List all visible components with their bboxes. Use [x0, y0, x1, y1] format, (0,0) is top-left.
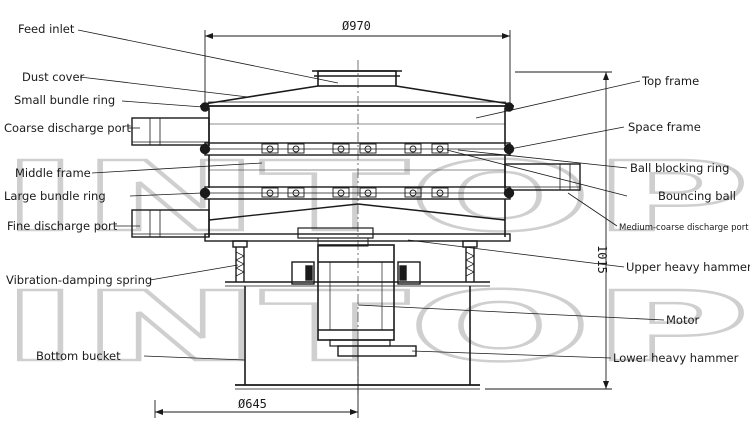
- upper-heavy-hammer: [297, 227, 374, 247]
- leader-lines: [77, 29, 665, 361]
- top-dimension: [204, 30, 511, 105]
- label-small-bundle-ring: Small bundle ring: [14, 93, 115, 107]
- label-bottom-bucket: Bottom bucket: [36, 349, 121, 363]
- bouncing-balls-upper: [261, 143, 449, 154]
- bottom-bucket: [225, 281, 490, 390]
- small-bundle-ring-right: [504, 102, 514, 112]
- label-medium-coarse-discharge-port: Medium-coarse discharge port: [619, 223, 749, 233]
- label-motor: Motor: [666, 313, 700, 327]
- height-dimension: [485, 71, 612, 390]
- label-dust-cover: Dust cover: [22, 70, 85, 84]
- label-space-frame: Space frame: [628, 120, 701, 134]
- label-coarse-discharge-port: Coarse discharge port: [4, 121, 131, 135]
- large-bundle-ring-lower-right: [503, 187, 515, 199]
- bottom-width-dimension: Ø645: [238, 397, 267, 411]
- height-dimension-text: 1015: [595, 245, 609, 274]
- label-ball-blocking-ring: Ball blocking ring: [630, 161, 729, 175]
- label-large-bundle-ring: Large bundle ring: [4, 189, 106, 203]
- watermark-lower: INTOP: [0, 271, 750, 383]
- large-bundle-ring-upper-left: [199, 143, 211, 155]
- motor: [291, 244, 421, 341]
- medium-coarse-discharge-port: [504, 163, 581, 191]
- feed-inlet: [312, 70, 402, 87]
- bouncing-balls-lower: [261, 187, 449, 198]
- label-fine-discharge-port: Fine discharge port: [7, 219, 118, 233]
- label-bouncing-ball: Bouncing ball: [658, 189, 736, 203]
- label-top-frame: Top frame: [641, 74, 699, 88]
- label-lower-heavy-hammer: Lower heavy hammer: [613, 351, 739, 365]
- label-middle-frame: Middle frame: [15, 166, 91, 180]
- large-bundle-ring-upper-right: [503, 143, 515, 155]
- vibration-damping-springs: [232, 240, 478, 282]
- label-vibration-damping-spring: Vibration-damping spring: [6, 273, 152, 287]
- top-width-dimension: Ø970: [342, 19, 371, 33]
- dust-cover: [200, 85, 514, 107]
- fine-discharge-port: [131, 209, 210, 238]
- coarse-discharge-port: [131, 117, 210, 146]
- label-upper-heavy-hammer: Upper heavy hammer: [626, 260, 750, 274]
- label-feed-inlet: Feed inlet: [18, 22, 75, 36]
